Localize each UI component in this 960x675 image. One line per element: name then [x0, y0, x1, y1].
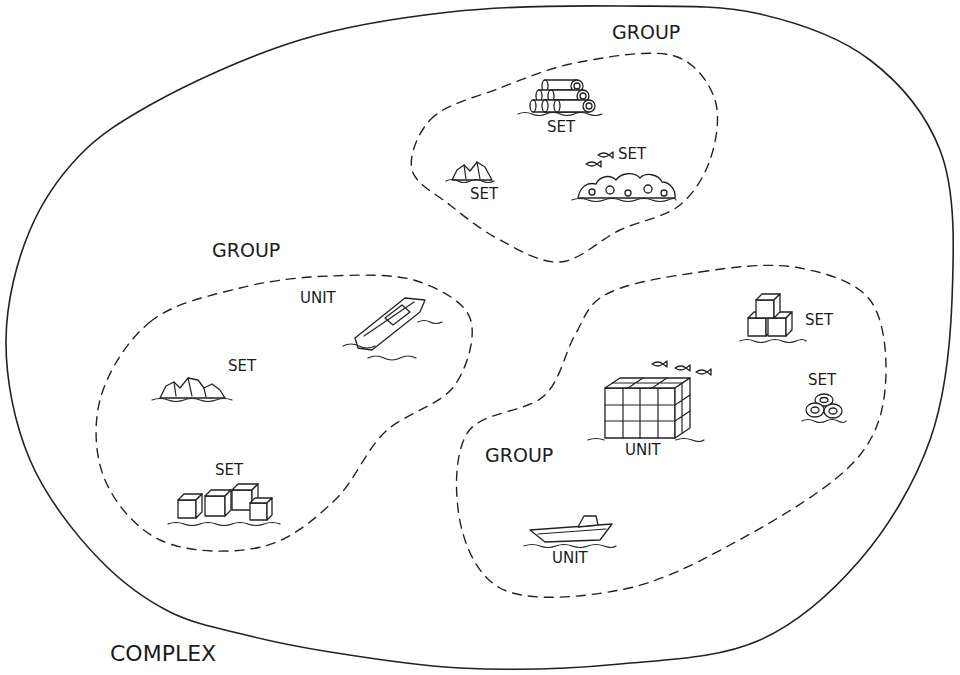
item-label: SET: [805, 312, 833, 329]
item-label: SET: [808, 372, 836, 389]
item-label: SET: [215, 462, 243, 479]
pipe-stack: [518, 80, 602, 116]
group-region: GROUP: [400, 15, 730, 275]
crate-pile: [740, 294, 806, 343]
group-outline: [88, 235, 488, 560]
item-label: SET: [470, 186, 498, 203]
group-title: GROUP: [212, 240, 280, 261]
rock-pile: [152, 378, 232, 402]
group-outline: [96, 275, 472, 551]
group-title: GROUP: [485, 445, 553, 466]
region-title: COMPLEX: [110, 642, 216, 666]
group-title: GROUP: [612, 22, 680, 43]
item-label: SET: [547, 119, 575, 136]
item-label: UNIT: [625, 442, 661, 459]
big-crate-unit: [588, 361, 711, 442]
crate-pile: [168, 484, 280, 526]
group-outline: [411, 53, 717, 262]
rock-pile: [446, 162, 494, 183]
group-region: GROUP: [88, 235, 488, 560]
complex-outline: [6, 6, 953, 669]
item-label: UNIT: [300, 290, 336, 307]
item-label: UNIT: [552, 550, 588, 567]
boat-unit: [524, 516, 616, 548]
tire-pile: [802, 394, 846, 423]
item-label: SET: [618, 146, 646, 163]
item-label: SET: [228, 358, 256, 375]
boat-unit: [343, 298, 442, 360]
group-outline: [400, 15, 730, 275]
group-outline: [456, 265, 886, 597]
